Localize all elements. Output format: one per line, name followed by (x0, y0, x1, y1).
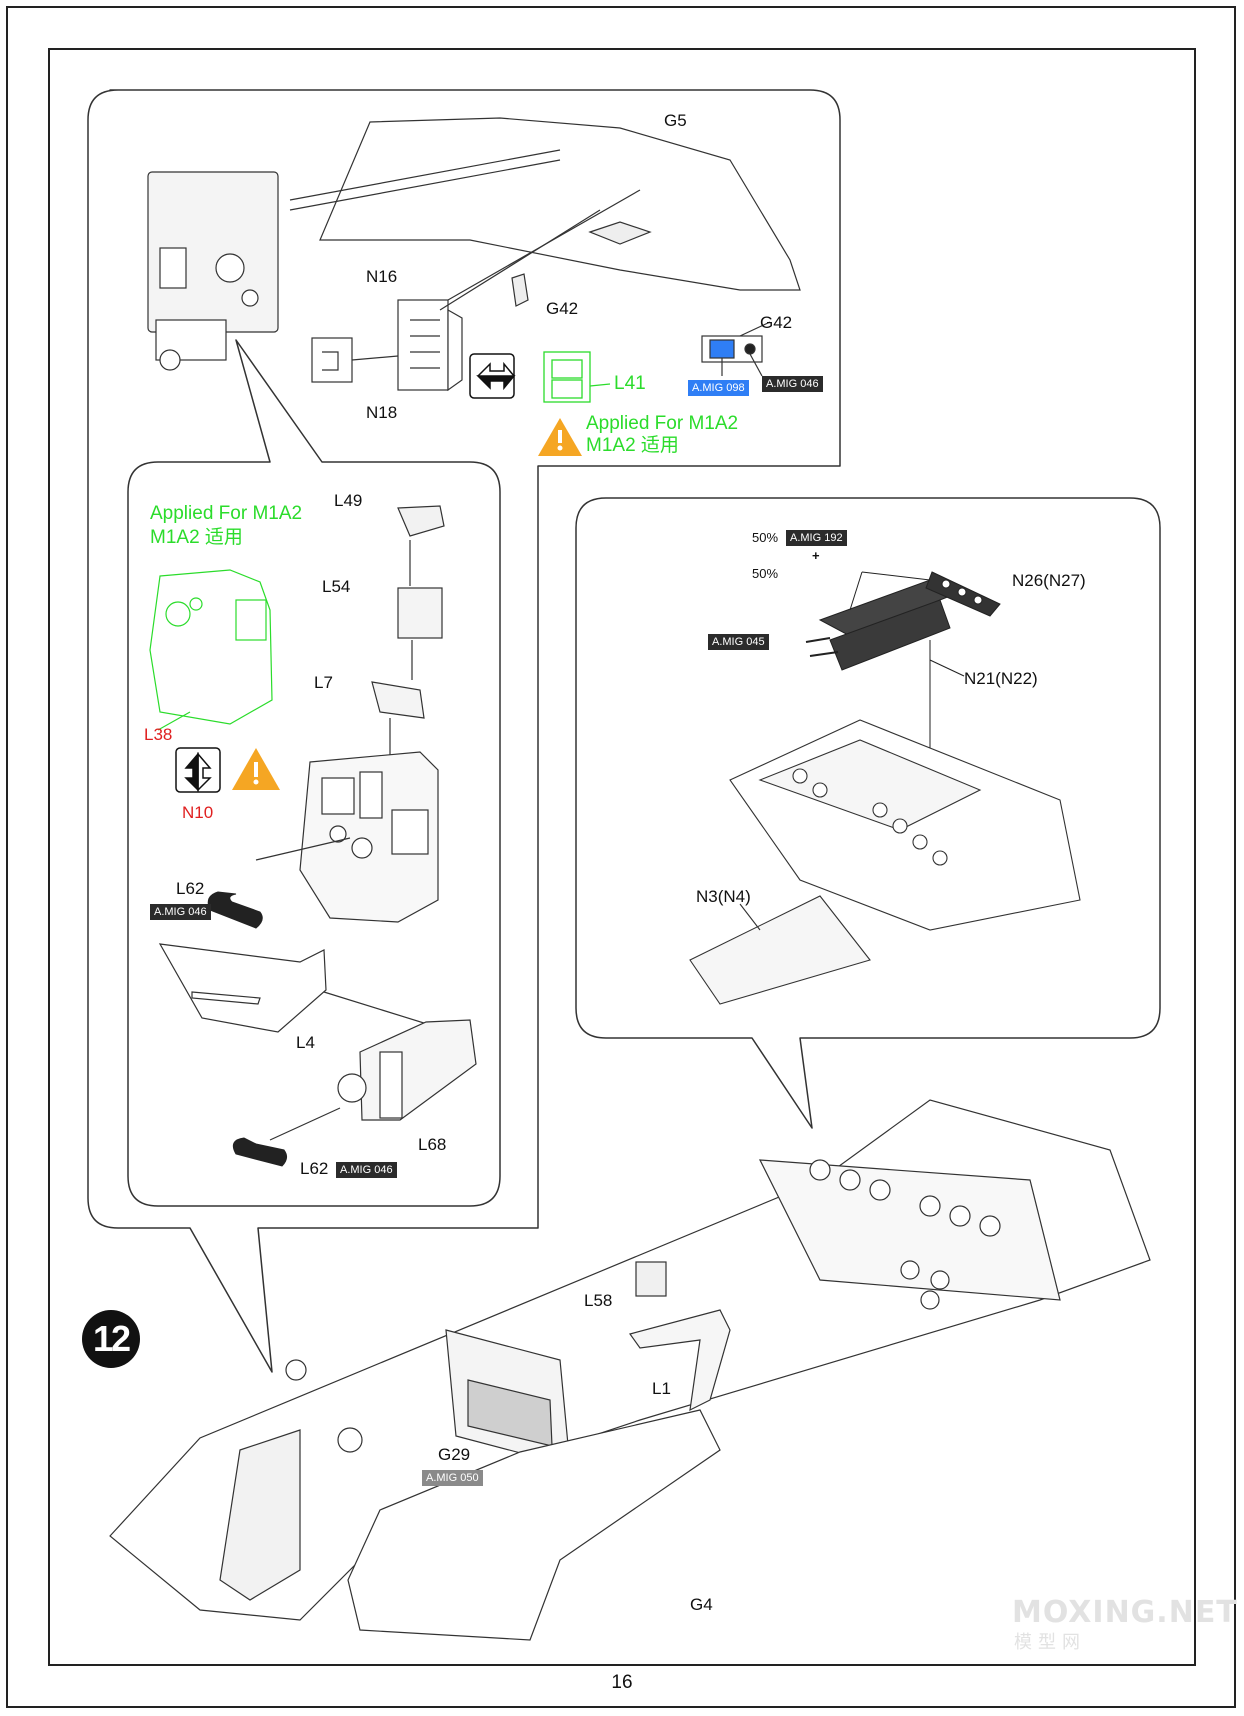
part-l62-drawing (207, 891, 288, 1167)
label-l7: L7 (314, 673, 333, 692)
paint-tag-mig045: A.MIG 045 (708, 634, 769, 651)
label-l58: L58 (584, 1291, 613, 1310)
page-border (6, 6, 1236, 1708)
ammo-rack-right-drawing (689, 719, 1081, 1005)
step-number-badge: 12 (82, 1310, 140, 1368)
part-g42-drawing (511, 273, 529, 307)
warning-icon (538, 418, 582, 456)
label-g5: G5 (664, 111, 687, 130)
note-applied-m1a2-en: Applied For M1A2 (586, 413, 739, 434)
flip-arrows-icon (175, 747, 221, 793)
paint-tag-mig192: A.MIG 192 (786, 530, 847, 547)
swap-arrows-icon (469, 353, 516, 399)
label-l62: L62 (300, 1159, 329, 1178)
label-l1: L1 (652, 1379, 671, 1398)
part-l4-drawing (158, 943, 441, 1033)
label-l62: L62 (176, 879, 205, 898)
turret-wall-g5 (319, 117, 801, 291)
paint-tag-g29: A.MIG 050 (422, 1470, 483, 1487)
paint-tag-mig046: A.MIG 046 (762, 376, 823, 393)
mix-percent-1: 50% (752, 530, 779, 545)
label-g42-paint: G42 (760, 313, 793, 332)
part-g42-paint-drawing (701, 321, 771, 377)
part-n18-drawing (311, 337, 399, 383)
part-l38-drawing (149, 569, 273, 731)
note-applied-m1a2-en: Applied For M1A2 (150, 503, 303, 524)
label-l41: L41 (614, 373, 646, 394)
label-l4: L4 (296, 1033, 315, 1052)
label-n26-n27: N26(N27) (1012, 571, 1086, 590)
hull-assembly-drawing (109, 1099, 1151, 1641)
label-g42: G42 (546, 299, 579, 318)
sight-assembly-top (147, 149, 561, 371)
part-n16-drawing (397, 189, 641, 392)
label-g29: G29 (438, 1445, 471, 1464)
part-l41-drawing (543, 351, 611, 403)
label-g4: G4 (690, 1595, 713, 1614)
mix-plus: + (812, 548, 820, 563)
mix-percent-2: 50% (752, 566, 779, 581)
label-l54: L54 (322, 577, 351, 596)
label-l49: L49 (334, 491, 363, 510)
label-n18: N18 (366, 403, 398, 422)
note-applied-m1a2-zh: M1A2 适用 (150, 527, 243, 548)
label-n10: N10 (182, 803, 214, 822)
instruction-frame (48, 48, 1196, 1666)
paint-tag-mig098: A.MIG 098 (688, 380, 749, 397)
label-l38: L38 (144, 725, 173, 744)
paint-tag-l62: A.MIG 046 (150, 904, 211, 921)
label-n3-n4: N3(N4) (696, 887, 751, 906)
part-n10-drawing (255, 751, 439, 923)
label-n16: N16 (366, 267, 398, 286)
part-stack-l49-l7 (371, 505, 445, 760)
paint-tag-l62: A.MIG 046 (336, 1162, 397, 1179)
parts-n21-n26-drawing (805, 571, 1001, 760)
watermark: MOXING.NET (1012, 1595, 1238, 1630)
warning-icon (232, 748, 280, 790)
part-l68-drawing (269, 1019, 477, 1141)
note-applied-m1a2-zh: M1A2 适用 (586, 435, 679, 456)
label-n21-n22: N21(N22) (964, 669, 1038, 688)
page-number: 16 (611, 1672, 633, 1693)
watermark-sub: 模型网 (1014, 1632, 1086, 1652)
label-l68: L68 (418, 1135, 447, 1154)
